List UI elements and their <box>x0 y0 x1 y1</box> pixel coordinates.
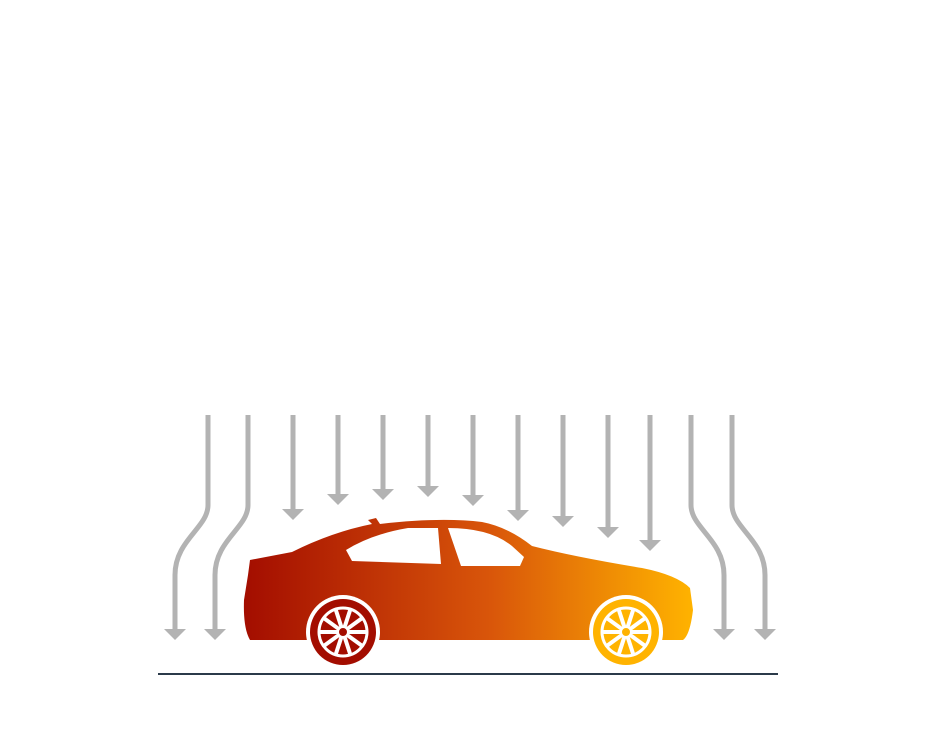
arrow-down-icon <box>204 415 251 640</box>
arrow-head <box>417 486 439 497</box>
rim <box>317 606 369 658</box>
arrow-shaft <box>212 415 251 629</box>
arrow-head <box>597 527 619 538</box>
arrow-down-icon <box>639 415 661 551</box>
wheel-spoke <box>616 609 627 628</box>
arrow-down-icon <box>507 415 529 521</box>
arrow-down-icon <box>552 415 574 527</box>
wheel-hub <box>337 626 349 638</box>
arrow-shaft <box>688 415 727 629</box>
wheel-spoke <box>625 609 636 628</box>
wheel-spoke <box>342 609 353 628</box>
car-icon <box>243 518 693 669</box>
arrow-down-icon <box>417 415 439 497</box>
wheel-spoke <box>616 636 627 655</box>
wheel-hub <box>620 626 632 638</box>
wheel-spoke <box>606 633 624 648</box>
wheel-spoke <box>345 633 363 648</box>
wheel-spoke <box>606 616 624 631</box>
arrow-head <box>713 629 735 640</box>
arrow-down-icon <box>597 415 619 538</box>
arrow-head <box>372 489 394 500</box>
arrow-down-icon <box>282 415 304 520</box>
airflow-arrows <box>164 415 776 640</box>
arrow-head <box>552 516 574 527</box>
arrow-down-icon <box>372 415 394 500</box>
arrow-head <box>462 495 484 506</box>
car-wheel-front <box>589 595 663 669</box>
wheel-spoke <box>323 633 341 648</box>
wheel-spoke <box>628 616 646 631</box>
arrow-down-icon <box>327 415 349 505</box>
wheel-spoke <box>333 636 344 655</box>
arrow-head <box>282 509 304 520</box>
arrow-shaft <box>172 415 211 629</box>
wheel-spoke <box>342 636 353 655</box>
wheel-spoke <box>628 633 646 648</box>
arrow-down-icon <box>688 415 735 640</box>
car-window-front <box>346 528 441 564</box>
wheel-spoke <box>323 616 341 631</box>
rim <box>600 606 652 658</box>
arrow-shaft <box>729 415 768 629</box>
arrow-head <box>507 510 529 521</box>
arrow-down-icon <box>164 415 211 640</box>
arrow-head <box>754 629 776 640</box>
arrow-down-icon <box>729 415 776 640</box>
arrow-down-icon <box>462 415 484 506</box>
wheel-spoke <box>625 636 636 655</box>
car-wheel-rear <box>306 595 380 669</box>
car-window-rear <box>448 528 524 566</box>
arrow-head <box>639 540 661 551</box>
wheel-spoke <box>345 616 363 631</box>
arrow-head <box>204 629 226 640</box>
wheel-spoke <box>333 609 344 628</box>
arrow-head <box>327 494 349 505</box>
arrow-head <box>164 629 186 640</box>
